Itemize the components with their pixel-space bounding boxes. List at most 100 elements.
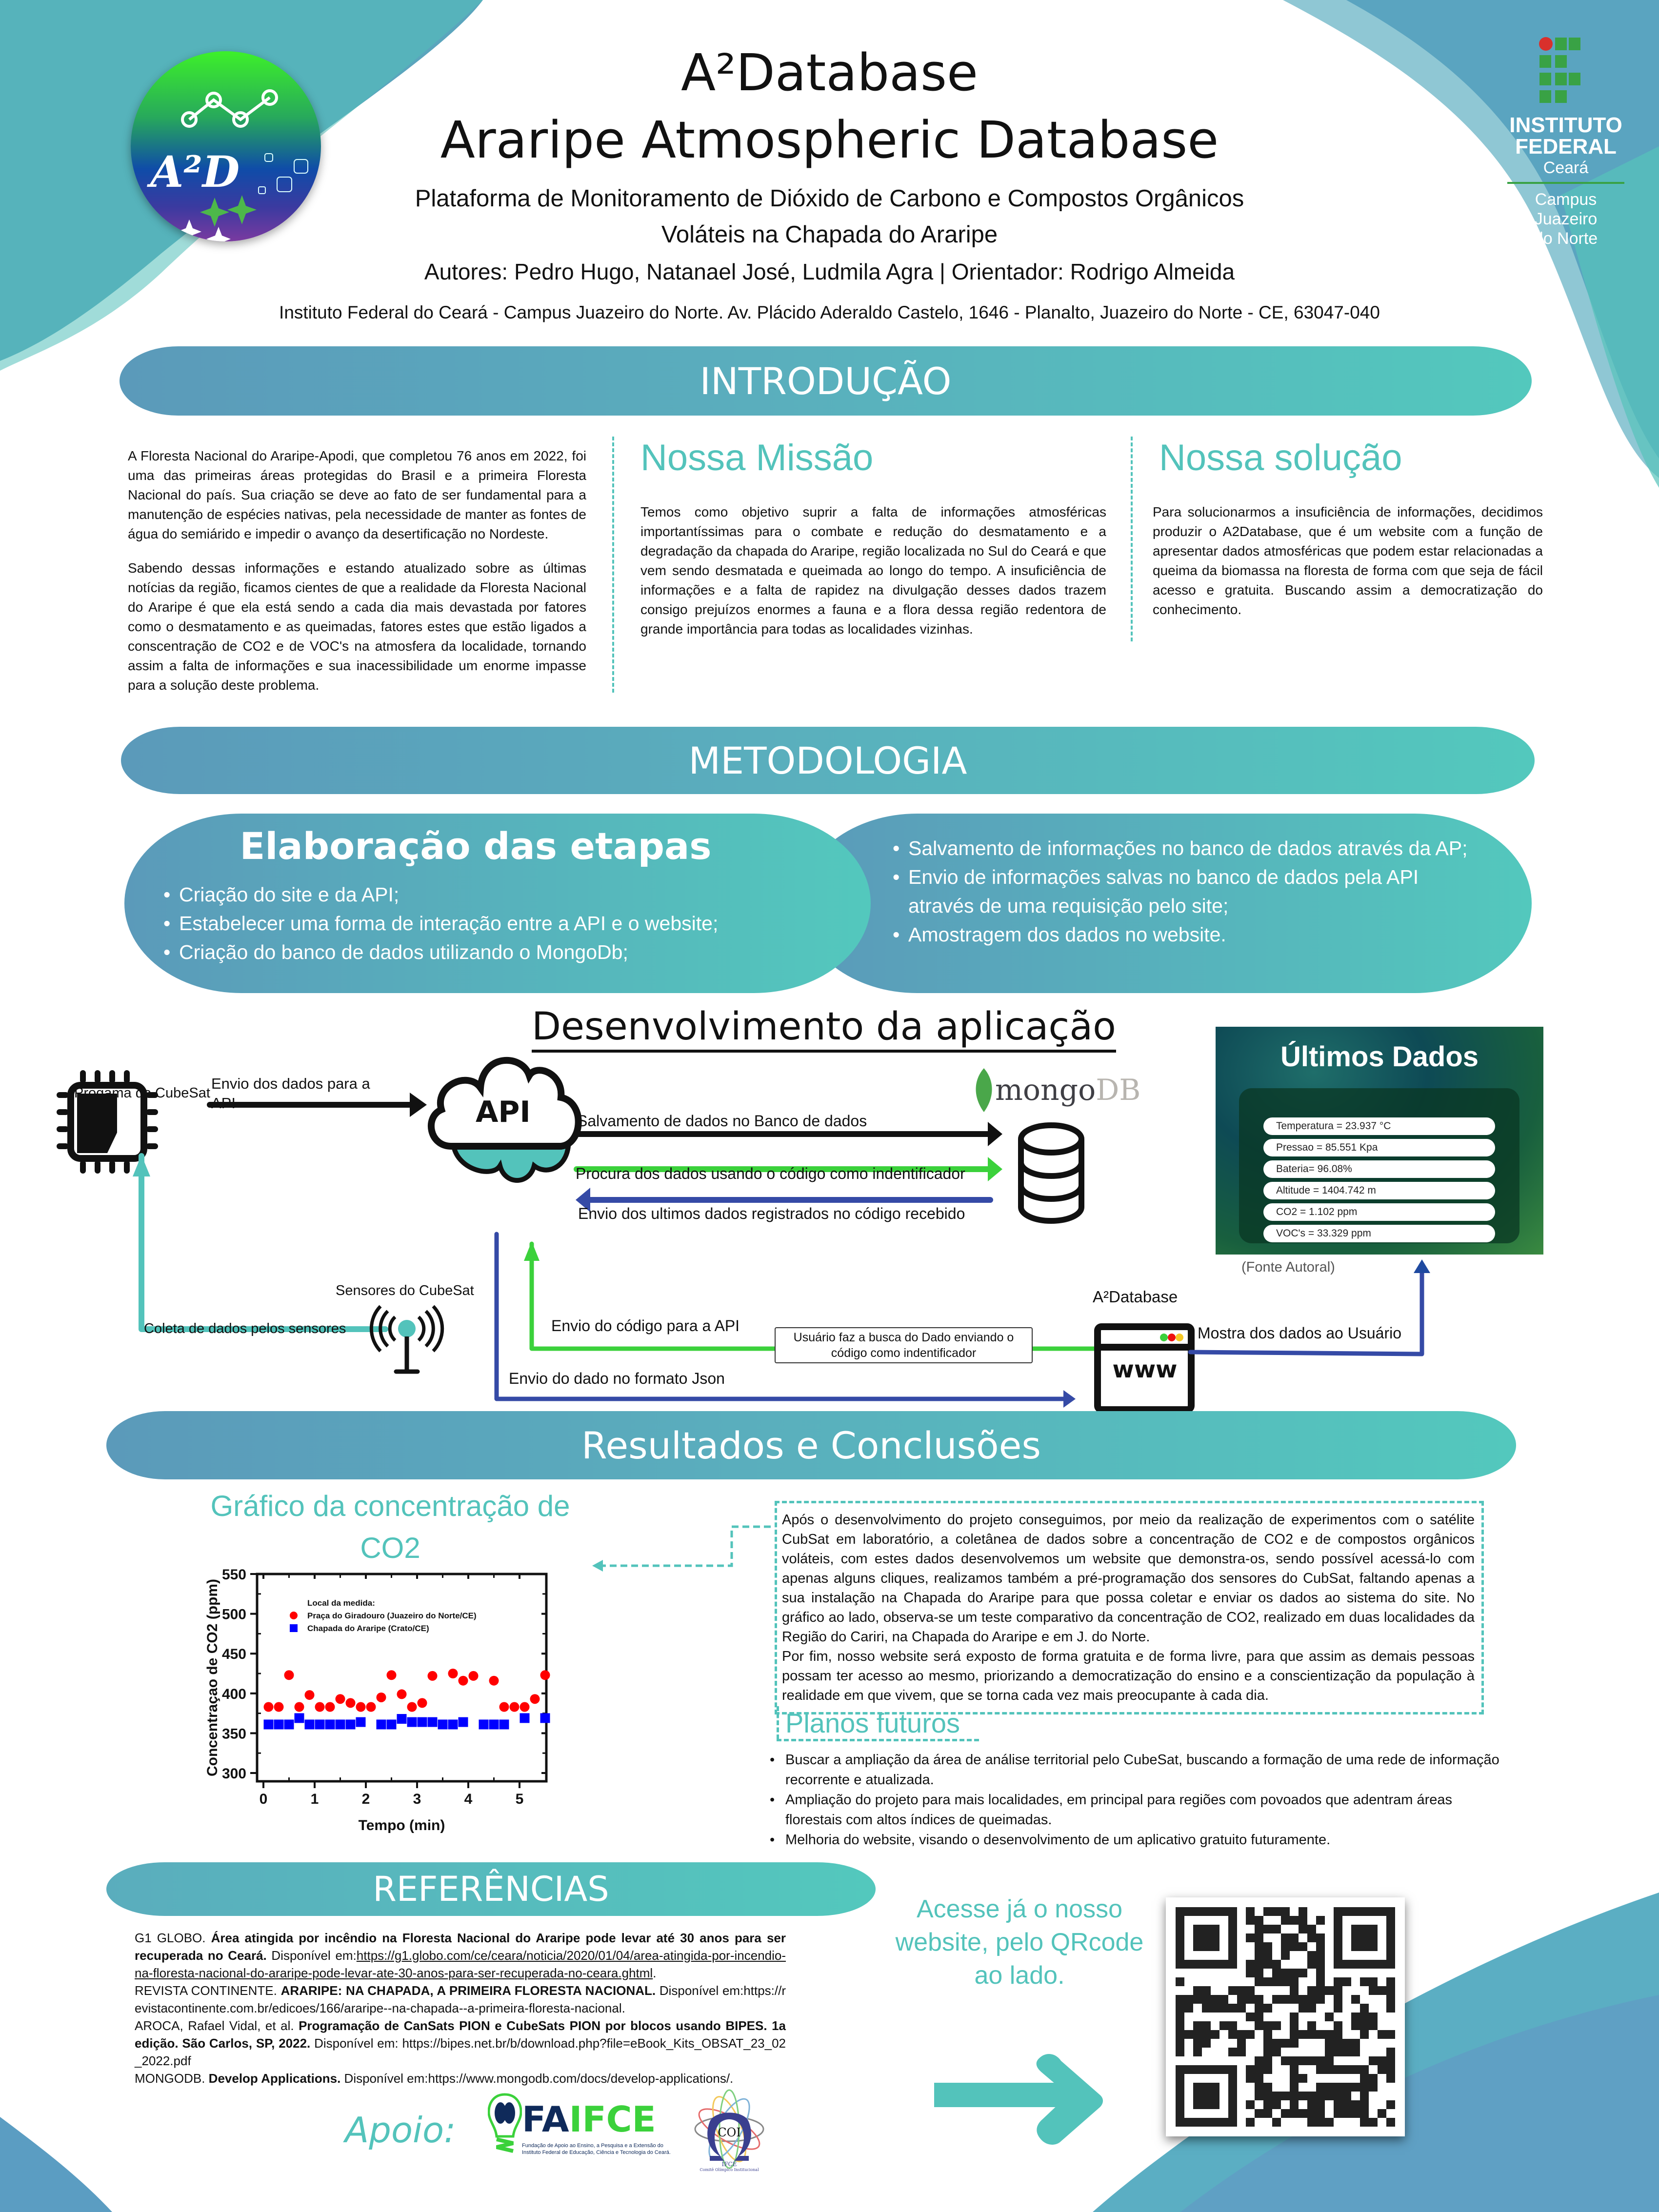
antenna-icon bbox=[369, 1305, 444, 1374]
qr-module bbox=[1299, 2056, 1307, 2065]
qr-module bbox=[1176, 1995, 1184, 2004]
qr-module bbox=[1369, 1933, 1378, 1942]
method-right-list: Salvamento de informações no banco de da… bbox=[893, 834, 1478, 949]
qr-module bbox=[1307, 1995, 1316, 2004]
qr-module bbox=[1255, 1995, 1263, 2004]
solution-title: Nossa solução bbox=[1159, 437, 1402, 478]
qr-module bbox=[1263, 2021, 1272, 2030]
future-list: Buscar a ampliação da área de análise te… bbox=[770, 1750, 1501, 1850]
qr-module bbox=[1193, 1933, 1202, 1942]
qr-module bbox=[1334, 1942, 1342, 1951]
data-point-blue bbox=[448, 1719, 458, 1730]
qr-module bbox=[1228, 2083, 1237, 2092]
api-cloud-icon bbox=[427, 1056, 582, 1183]
qr-module bbox=[1246, 2100, 1255, 2109]
qr-module bbox=[1316, 1933, 1325, 1942]
qr-module bbox=[1193, 2039, 1202, 2048]
qr-module bbox=[1360, 2100, 1369, 2109]
qr-module bbox=[1281, 1951, 1290, 1960]
qr-module bbox=[1334, 2039, 1342, 2048]
data-point-blue bbox=[520, 1713, 530, 1723]
qr-code[interactable] bbox=[1166, 1897, 1405, 2136]
ref1-link[interactable]: https://g1.globo.com/ce/ceara/noticia/20… bbox=[135, 1948, 786, 1980]
qr-module bbox=[1219, 2118, 1228, 2127]
subtitle-line2: Voláteis na Chapada do Araripe bbox=[661, 221, 998, 248]
qr-module bbox=[1211, 2065, 1219, 2074]
ref4-title: Develop Applications. bbox=[208, 2071, 341, 2086]
qr-module bbox=[1219, 1995, 1228, 2004]
data-point-red bbox=[458, 1675, 468, 1686]
qr-module bbox=[1202, 2065, 1211, 2074]
qr-module bbox=[1184, 2030, 1193, 2039]
qr-module bbox=[1228, 2100, 1237, 2109]
reference-2: REVISTA CONTINENTE. ARARIPE: NA CHAPADA,… bbox=[135, 1982, 786, 2017]
ifce-campus1: Campus bbox=[1535, 190, 1597, 209]
data-point-red bbox=[540, 1670, 550, 1680]
send-last-label: Envio dos ultimos dados registrados no c… bbox=[578, 1205, 965, 1222]
x-tick-label: 5 bbox=[516, 1791, 524, 1807]
faifce-sub2: Instituto Federal de Educação, Ciência e… bbox=[522, 2150, 671, 2155]
qr-module bbox=[1334, 2021, 1342, 2030]
qr-module bbox=[1290, 1916, 1299, 1925]
qr-module bbox=[1255, 1969, 1263, 1977]
qr-module bbox=[1316, 2100, 1325, 2109]
qr-module bbox=[1281, 2039, 1290, 2048]
qr-module bbox=[1342, 2100, 1351, 2109]
data-point-blue bbox=[386, 1719, 397, 1730]
qr-module bbox=[1202, 1942, 1211, 1951]
qr-module bbox=[1325, 2039, 1334, 2048]
qr-module bbox=[1176, 2048, 1184, 2056]
reading-pressure: Pressao = 85.551 Kpa bbox=[1263, 1139, 1495, 1156]
qr-module bbox=[1386, 2004, 1395, 2013]
data-point-blue bbox=[263, 1719, 274, 1730]
results-text2: Por fim, nosso website será exposto de f… bbox=[782, 1649, 1475, 1703]
x-tick-label: 4 bbox=[464, 1791, 473, 1807]
qr-module bbox=[1386, 1907, 1395, 1916]
qr-module bbox=[1202, 2083, 1211, 2092]
y-tick-label: 550 bbox=[222, 1567, 246, 1583]
qr-module bbox=[1386, 2065, 1395, 2074]
arrow-right-icon bbox=[934, 2053, 1103, 2145]
qr-module bbox=[1202, 1995, 1211, 2004]
qr-module bbox=[1211, 2083, 1219, 2092]
data-point-red bbox=[335, 1694, 345, 1704]
qr-module bbox=[1272, 2039, 1281, 2048]
coi-sub2: Comitê Olímpico Institucional bbox=[700, 2168, 759, 2172]
qr-module bbox=[1176, 2030, 1184, 2039]
qr-module bbox=[1228, 1951, 1237, 1960]
qr-module bbox=[1360, 2004, 1369, 2013]
ref1-author: G1 GLOBO. bbox=[135, 1931, 211, 1945]
data-point-blue bbox=[499, 1719, 509, 1730]
qr-module bbox=[1316, 2083, 1325, 2092]
section-header-results: Resultados e Conclusões bbox=[106, 1411, 1516, 1479]
qr-module bbox=[1334, 1977, 1342, 1986]
qr-module bbox=[1386, 2118, 1395, 2127]
references-list: G1 GLOBO. Área atingida por incêndio na … bbox=[135, 1929, 786, 2087]
qr-module bbox=[1386, 2030, 1395, 2039]
qr-module bbox=[1351, 2109, 1360, 2118]
qr-module bbox=[1272, 1995, 1281, 2004]
data-point-red bbox=[530, 1694, 540, 1704]
qr-module bbox=[1219, 2065, 1228, 2074]
ifce-line1: INSTITUTO bbox=[1509, 113, 1622, 137]
qr-module bbox=[1228, 1986, 1237, 1995]
ifce-campus2: Juazeiro bbox=[1534, 210, 1598, 228]
diagram-title: Desenvolvimento da aplicação bbox=[532, 1005, 1116, 1053]
qr-module bbox=[1378, 1986, 1386, 1995]
qr-module bbox=[1176, 2109, 1184, 2118]
results-heading: Resultados e Conclusões bbox=[581, 1423, 1041, 1467]
qr-module bbox=[1202, 2118, 1211, 2127]
qr-module bbox=[1263, 2100, 1272, 2109]
y-tick-label: 300 bbox=[222, 1766, 246, 1782]
qr-module bbox=[1193, 1960, 1202, 1969]
qr-module bbox=[1184, 1907, 1193, 1916]
ifce-line3: Ceará bbox=[1543, 159, 1589, 177]
logo-text: A²D bbox=[150, 146, 240, 197]
data-point-blue bbox=[458, 1717, 468, 1727]
qr-module bbox=[1299, 1925, 1307, 1933]
qr-module bbox=[1360, 2109, 1369, 2118]
send-code-label: Envio do código para a API bbox=[551, 1317, 740, 1335]
qr-module bbox=[1351, 2013, 1360, 2021]
ifce-campus3: do Norte bbox=[1534, 229, 1598, 248]
x-tick-label: 3 bbox=[413, 1791, 421, 1807]
